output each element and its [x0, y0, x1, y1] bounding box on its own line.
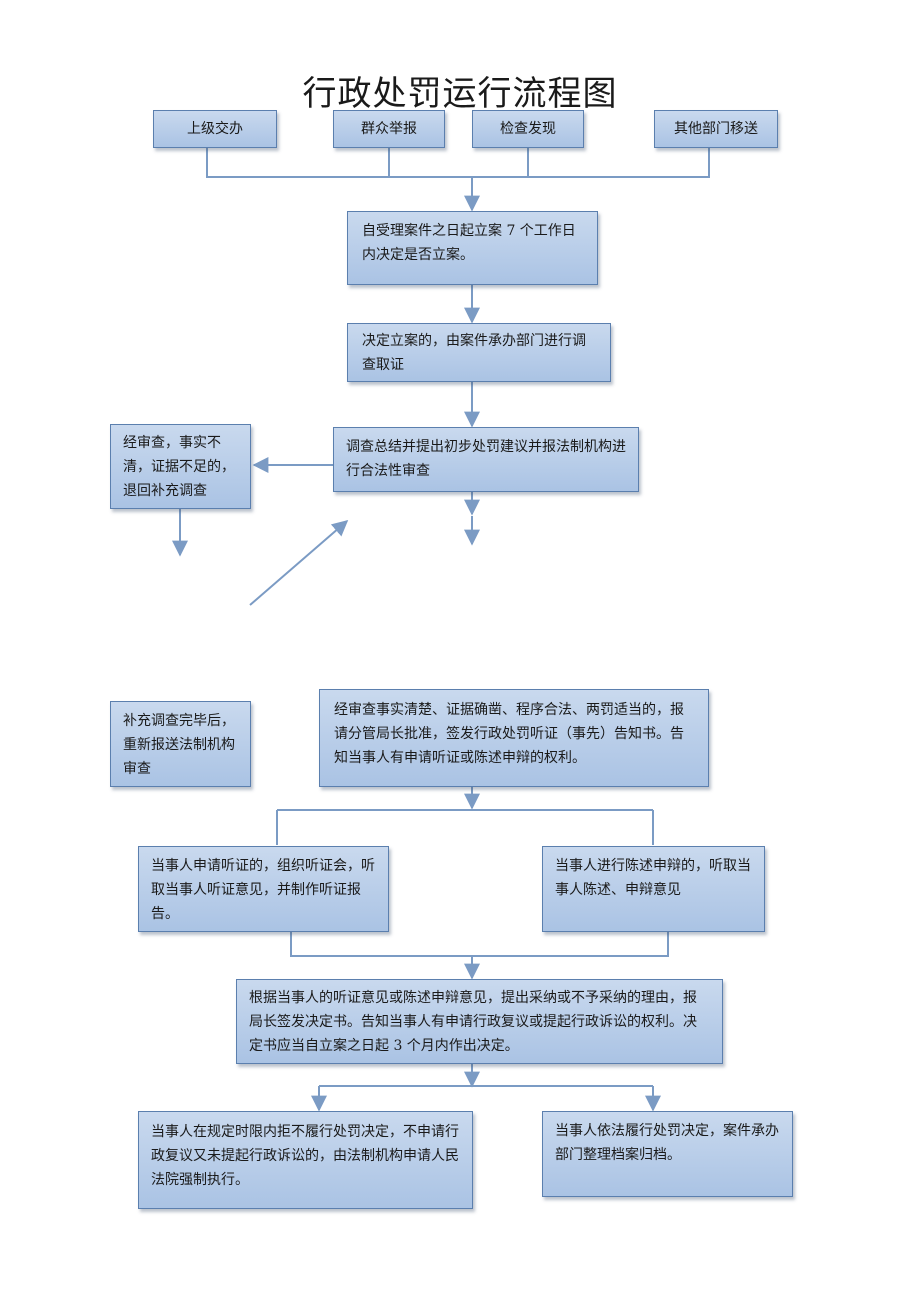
source-other-department: 其他部门移送	[654, 110, 778, 148]
step-approve-notice: 经审查事实清楚、证据确凿、程序合法、两罚适当的，报请分管局长批准，签发行政处罚听…	[319, 689, 709, 787]
source-label: 群众举报	[361, 121, 417, 137]
sources-merge-line	[206, 148, 710, 178]
step-statement: 当事人进行陈述申辩的，听取当事人陈述、申辩意见	[542, 846, 765, 932]
arrow-resubmit	[249, 519, 349, 606]
step-legal-review: 调查总结并提出初步处罚建议并报法制机构进行合法性审查	[333, 427, 639, 492]
source-label: 检查发现	[500, 121, 556, 137]
step-return-supplement: 经审查，事实不清，证据不足的，退回补充调查	[110, 424, 251, 509]
source-inspection: 检查发现	[472, 110, 584, 148]
step-text: 当事人在规定时限内拒不履行处罚决定，不申请行政复议又未提起行政诉讼的，由法制机构…	[151, 1124, 459, 1188]
branch-merge-line	[290, 932, 669, 957]
step-enforce: 当事人在规定时限内拒不履行处罚决定，不申请行政复议又未提起行政诉讼的，由法制机构…	[138, 1111, 473, 1209]
step-resubmit: 补充调查完毕后，重新报送法制机构审查	[110, 701, 251, 787]
source-superior-assignment: 上级交办	[153, 110, 277, 148]
step-text: 经审查，事实不清，证据不足的，退回补充调查	[123, 435, 235, 499]
step-text: 决定立案的，由案件承办部门进行调查取证	[362, 333, 586, 373]
step-text: 调查总结并提出初步处罚建议并报法制机构进行合法性审查	[346, 439, 626, 479]
step-text: 根据当事人的听证意见或陈述申辩意见，提出采纳或不予采纳的理由，报局长签发决定书。…	[249, 990, 697, 1054]
step-text: 当事人依法履行处罚决定，案件承办部门整理档案归档。	[555, 1123, 779, 1163]
step-decision: 根据当事人的听证意见或陈述申辩意见，提出采纳或不予采纳的理由，报局长签发决定书。…	[236, 979, 723, 1064]
step-text: 当事人进行陈述申辩的，听取当事人陈述、申辩意见	[555, 858, 751, 898]
step-text: 当事人申请听证的，组织听证会，听取当事人听证意见，并制作听证报告。	[151, 858, 375, 922]
page-title: 行政处罚运行流程图	[302, 74, 618, 114]
step-hearing: 当事人申请听证的，组织听证会，听取当事人听证意见，并制作听证报告。	[138, 846, 389, 932]
source-public-report: 群众举报	[333, 110, 445, 148]
source-label: 上级交办	[187, 121, 243, 137]
step-text: 补充调查完毕后，重新报送法制机构审查	[123, 713, 235, 777]
step-archive: 当事人依法履行处罚决定，案件承办部门整理档案归档。	[542, 1111, 793, 1197]
step-text: 经审查事实清楚、证据确凿、程序合法、两罚适当的，报请分管局长批准，签发行政处罚听…	[334, 702, 684, 766]
source-label: 其他部门移送	[674, 121, 758, 137]
step-text: 自受理案件之日起立案 7 个工作日内决定是否立案。	[362, 223, 576, 263]
step-investigate: 决定立案的，由案件承办部门进行调查取证	[347, 323, 611, 382]
step-file-case: 自受理案件之日起立案 7 个工作日内决定是否立案。	[347, 211, 598, 285]
